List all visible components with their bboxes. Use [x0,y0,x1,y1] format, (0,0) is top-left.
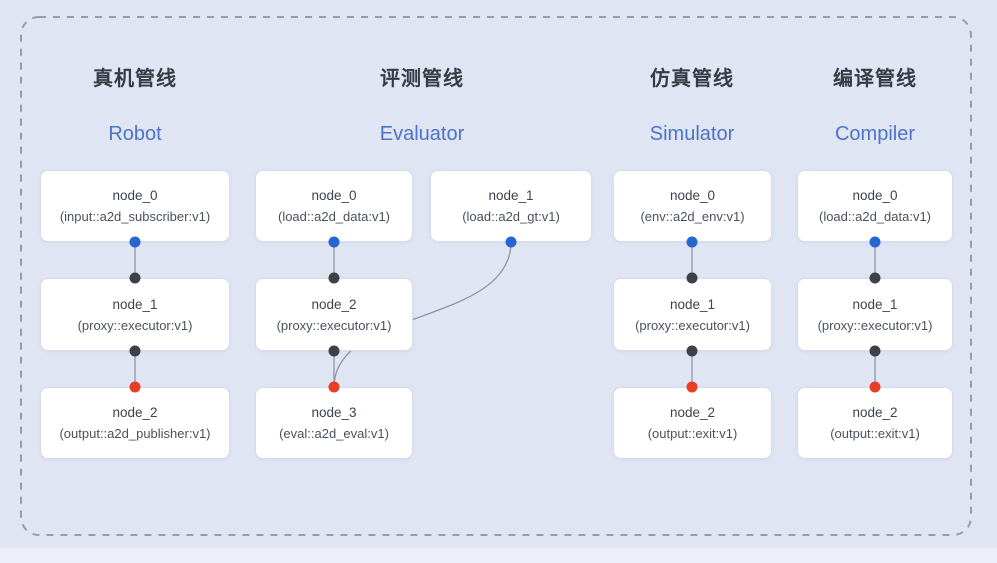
output-port-dot [328,236,340,248]
output-port-dot [686,236,698,248]
node-simulator-0: node_0 (env::a2d_env:v1) [613,170,772,242]
proxy-input-port-dot [129,272,141,284]
node-type: (output::a2d_publisher:v1) [59,426,211,441]
node-simulator-1: node_1 (proxy::executor:v1) [613,278,772,351]
node-name: node_0 [669,188,716,203]
node-name: node_3 [311,405,357,420]
node-compiler-1: node_1 (proxy::executor:v1) [797,278,953,351]
dashed-frame [20,16,972,536]
node-name: node_2 [311,296,357,312]
proxy-input-port-dot [686,272,698,284]
node-type: (env::a2d_env:v1) [640,209,745,224]
input-port-dot [869,381,881,393]
node-type: (load::a2d_gt:v1) [462,209,560,224]
output-port-dot [129,236,141,248]
node-type: (output::exit:v1) [647,426,738,441]
node-evaluator-0: node_0 (load::a2d_data:v1) [255,170,413,242]
output-port-dot [505,236,517,248]
node-compiler-0: node_0 (load::a2d_data:v1) [797,170,953,242]
node-type: (output::exit:v1) [830,426,920,441]
node-robot-0: node_0 (input::a2d_subscriber:v1) [40,170,230,242]
node-name: node_1 [112,296,158,312]
node-name: node_2 [669,405,716,420]
node-name: node_0 [311,188,357,203]
pipeline-title-en-evaluator: Evaluator [379,123,465,145]
node-evaluator-3: node_3 (eval::a2d_eval:v1) [255,387,413,459]
node-name: node_0 [852,188,898,203]
proxy-output-port-dot [686,345,698,357]
node-name: node_1 [669,296,716,312]
node-type: (eval::a2d_eval:v1) [279,426,389,441]
node-type: (proxy::executor:v1) [276,317,392,333]
node-robot-2: node_2 (output::a2d_publisher:v1) [40,387,230,459]
proxy-output-port-dot [129,345,141,357]
proxy-input-port-dot [328,272,340,284]
node-compiler-2: node_2 (output::exit:v1) [797,387,953,459]
node-name: node_0 [112,188,158,203]
node-name: node_1 [852,296,898,312]
pipeline-title-en-robot: Robot [108,123,162,145]
pipeline-title-zh-robot: 真机管线 [93,68,177,90]
node-type: (proxy::executor:v1) [817,317,933,333]
input-port-dot [328,381,340,393]
proxy-output-port-dot [869,345,881,357]
output-port-dot [869,236,881,248]
node-name: node_2 [112,405,158,420]
proxy-input-port-dot [869,272,881,284]
node-evaluator-1: node_1 (load::a2d_gt:v1) [430,170,592,242]
edge-gt-to-eval [333,241,512,388]
node-type: (load::a2d_data:v1) [277,209,391,224]
node-simulator-2: node_2 (output::exit:v1) [613,387,772,459]
node-name: node_2 [852,405,898,420]
node-type: (proxy::executor:v1) [77,317,193,333]
input-port-dot [686,381,698,393]
node-name: node_1 [488,188,534,203]
pipeline-title-zh-compiler: 编译管线 [833,68,917,90]
pipeline-title-en-compiler: Compiler [834,123,916,145]
proxy-output-port-dot [328,345,340,357]
node-evaluator-2: node_2 (proxy::executor:v1) [255,278,413,351]
input-port-dot [129,381,141,393]
pipeline-title-en-simulator: Simulator [649,123,735,145]
node-robot-1: node_1 (proxy::executor:v1) [40,278,230,351]
pipeline-title-zh-simulator: 仿真管线 [650,68,734,90]
pipeline-title-zh-evaluator: 评测管线 [380,68,464,90]
node-type: (load::a2d_data:v1) [818,209,932,224]
node-type: (input::a2d_subscriber:v1) [59,209,211,224]
bottom-band [0,548,997,563]
node-type: (proxy::executor:v1) [635,317,750,333]
